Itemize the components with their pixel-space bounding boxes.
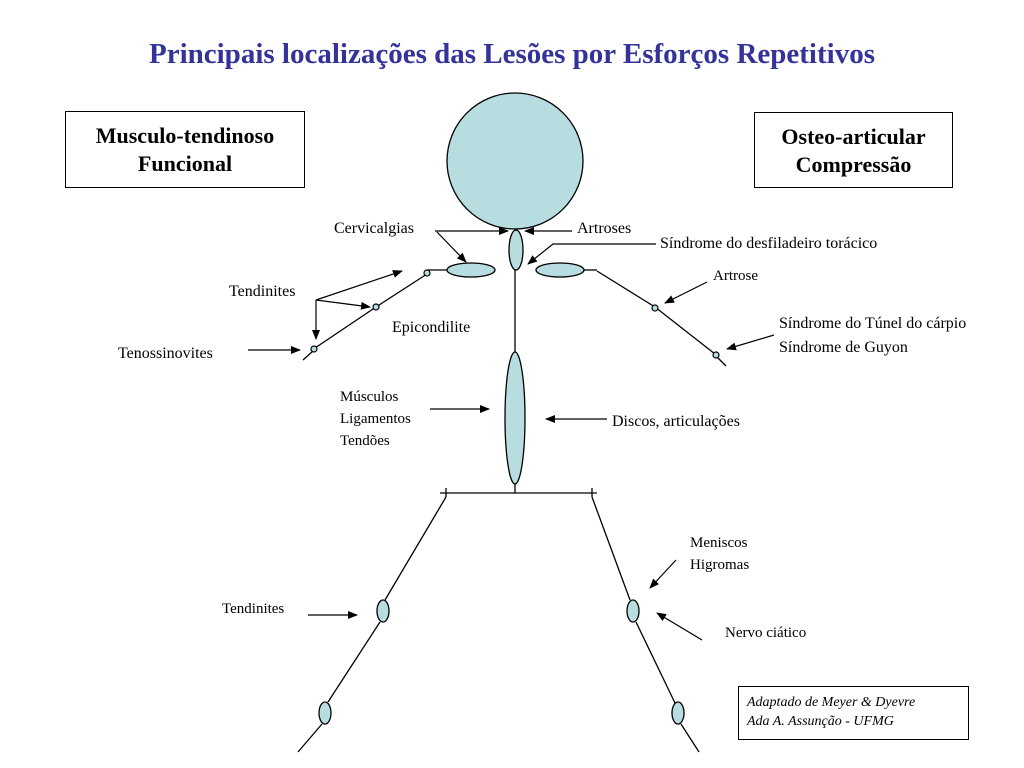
arrow-nervo-ciatico (656, 612, 703, 641)
arrow-sindrome-tunel (726, 334, 775, 351)
left-knee-shape (376, 599, 390, 623)
label-sindrome-guyon: Síndrome de Guyon (779, 339, 908, 356)
arrow-meniscos (649, 559, 677, 589)
right-shoulder-shape (535, 262, 585, 278)
right-elbow-joint (651, 304, 659, 312)
arrow-cervicalgias-shoulder (436, 231, 467, 263)
arrow-tendinites-shoulder (315, 270, 403, 301)
label-tendinites-lower: Tendinites (222, 601, 285, 617)
left-foot-line (297, 723, 323, 753)
left-ankle-shape (318, 701, 332, 725)
box-line-2: Funcional (137, 151, 233, 176)
box-line-1: Osteo-articular (781, 124, 926, 149)
left-shin-line (327, 621, 381, 703)
left-thigh-line (384, 496, 447, 601)
right-thigh-line (591, 496, 631, 601)
label-epicondilite: Epicondilite (392, 319, 471, 336)
reference-box: Adaptado de Meyer & Dyevre Ada A. Assunç… (738, 686, 969, 740)
label-artroses: Artroses (577, 220, 632, 237)
right-shin-line (635, 621, 676, 704)
label-higromas: Higromas (690, 557, 750, 573)
right-upper-arm-line (596, 270, 656, 308)
head-shape (446, 92, 584, 230)
left-upper-arm-line (375, 273, 428, 308)
right-hand-line (716, 356, 727, 367)
reference-line-1: Adaptado de Meyer & Dyevre (747, 695, 916, 710)
label-tendinites-upper: Tendinites (229, 283, 296, 300)
label-sindrome-desfiladeiro: Síndrome do desfiladeiro torácico (660, 235, 878, 252)
label-cervicalgias: Cervicalgias (334, 220, 414, 237)
left-shoulder-shape (446, 262, 496, 278)
label-nervo-ciatico: Nervo ciático (725, 625, 807, 641)
left-elbow-joint (372, 303, 380, 311)
page-title: Principais localizações das Lesões por E… (148, 38, 875, 70)
label-ligamentos: Ligamentos (340, 411, 411, 427)
right-foot-line (680, 723, 700, 753)
box-line-1: Musculo-tendinoso (95, 123, 275, 148)
label-discos: Discos, articulações (612, 413, 740, 430)
right-wrist-joint (712, 351, 720, 359)
left-hand-line (302, 350, 314, 361)
arrow-tendinites-elbow (315, 299, 371, 310)
left-wrist-joint (310, 345, 318, 353)
label-meniscos: Meniscos (690, 535, 748, 551)
label-sindrome-tunel: Síndrome do Túnel do cárpio (779, 315, 967, 332)
label-tendoes: Tendões (340, 433, 390, 449)
label-artrose: Artrose (713, 268, 758, 284)
category-box-musculo-tendinoso: Musculo-tendinoso Funcional (65, 111, 305, 188)
category-box-osteo-articular: Osteo-articular Compressão (754, 112, 953, 188)
right-ankle-shape (671, 701, 685, 725)
reference-line-2: Ada A. Assunção - UFMG (747, 714, 894, 729)
label-musculos: Músculos (340, 389, 399, 405)
left-forearm-line (314, 306, 377, 349)
arrow-artrose (664, 281, 708, 304)
box-line-2: Compressão (795, 152, 912, 177)
trunk-shape (504, 351, 526, 485)
right-knee-shape (626, 599, 640, 623)
right-forearm-line (654, 306, 716, 355)
neck-shape (508, 229, 524, 271)
arrow-sindrome-desfiladeiro (527, 243, 656, 265)
left-shoulder-joint (423, 269, 431, 277)
label-tenossinovites: Tenossinovites (118, 345, 213, 362)
